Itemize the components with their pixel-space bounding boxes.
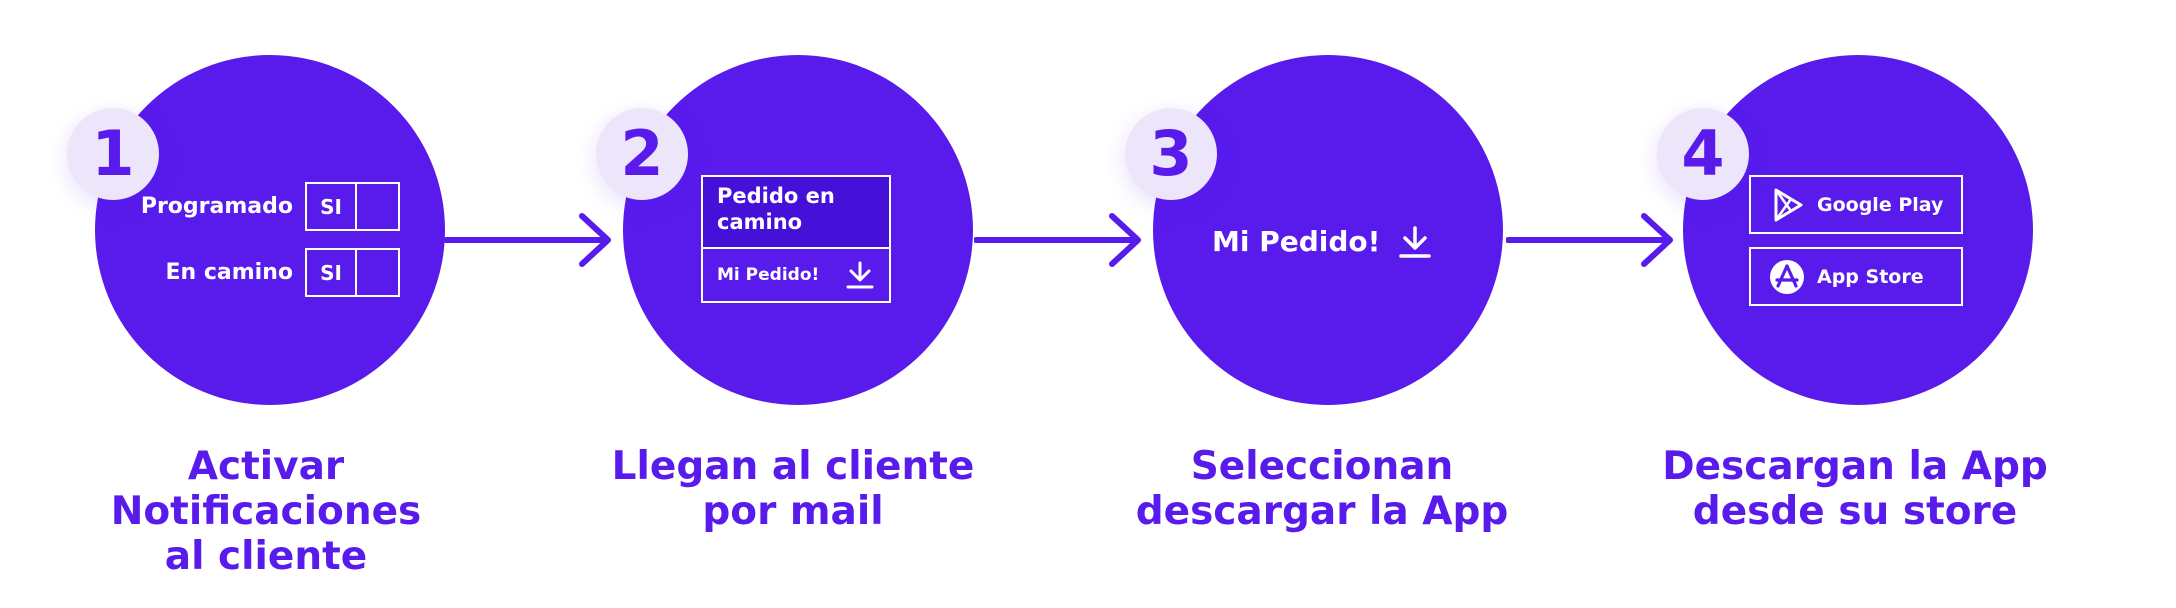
toggle-label-en-camino: En camino bbox=[165, 260, 293, 285]
email-divider bbox=[703, 247, 889, 249]
email-subject-line: camino bbox=[717, 210, 803, 234]
toggle-label-programado: Programado bbox=[140, 194, 293, 219]
step-4-caption-line: Descargan la App bbox=[1662, 444, 2048, 489]
email-notification-card[interactable]: Pedido en camino Mi Pedido! bbox=[701, 175, 891, 303]
step-3-caption-line: Seleccionan bbox=[1190, 444, 1454, 489]
app-store-icon bbox=[1770, 259, 1804, 294]
step-4-caption-line: desde su store bbox=[1692, 489, 2018, 534]
step-4-caption: Descargan la App desde su store bbox=[1662, 444, 2048, 534]
step-4-circle bbox=[1683, 55, 2033, 405]
toggle-off-segment bbox=[357, 250, 398, 295]
google-play-icon bbox=[1774, 188, 1803, 221]
step-2-caption-line: Llegan al cliente bbox=[611, 444, 975, 489]
download-icon[interactable] bbox=[1398, 226, 1432, 258]
toggle-value-en-camino: SI bbox=[307, 250, 357, 295]
app-store-button[interactable]: App Store bbox=[1749, 247, 1963, 306]
email-mi-pedido-link[interactable]: Mi Pedido! bbox=[717, 265, 820, 285]
step-3-caption-line: descargar la App bbox=[1135, 489, 1509, 534]
step-2-caption: Llegan al cliente por mail bbox=[612, 444, 975, 534]
arrow-right-icon bbox=[444, 213, 611, 267]
arrow-right-icon bbox=[1506, 213, 1673, 267]
toggle-off-segment bbox=[357, 184, 398, 229]
toggle-value-programado: SI bbox=[307, 184, 357, 229]
step-1-caption-line: al cliente bbox=[164, 534, 368, 579]
arrow-right-icon bbox=[974, 213, 1141, 267]
email-subject: Pedido en camino bbox=[703, 177, 889, 247]
toggle-switch-programado[interactable]: SI bbox=[305, 182, 400, 231]
google-play-label: Google Play bbox=[1817, 193, 1944, 216]
google-play-button[interactable]: Google Play bbox=[1749, 175, 1963, 234]
step-2-caption-line: por mail bbox=[702, 489, 884, 534]
step-1-caption: Activar Notificaciones al cliente bbox=[111, 444, 422, 579]
step-3-caption: Seleccionan descargar la App bbox=[1136, 444, 1509, 534]
step-1-number-badge: 1 bbox=[67, 108, 159, 200]
mi-pedido-download-button[interactable]: Mi Pedido! bbox=[1212, 225, 1381, 258]
toggle-switch-en-camino[interactable]: SI bbox=[305, 248, 400, 297]
app-store-label: App Store bbox=[1817, 265, 1924, 288]
notification-toggle-programado[interactable]: Programado SI bbox=[141, 182, 400, 231]
notification-toggle-en-camino[interactable]: En camino SI bbox=[166, 248, 400, 297]
email-subject-line: Pedido en bbox=[717, 184, 835, 208]
step-4-number-badge: 4 bbox=[1657, 108, 1749, 200]
step-1-caption-line: Activar bbox=[187, 444, 345, 489]
step-3-circle bbox=[1153, 55, 1503, 405]
download-icon[interactable] bbox=[845, 261, 875, 289]
step-1-caption-line: Notificaciones bbox=[110, 489, 422, 534]
step-3-number-badge: 3 bbox=[1125, 108, 1217, 200]
step-2-number-badge: 2 bbox=[596, 108, 688, 200]
